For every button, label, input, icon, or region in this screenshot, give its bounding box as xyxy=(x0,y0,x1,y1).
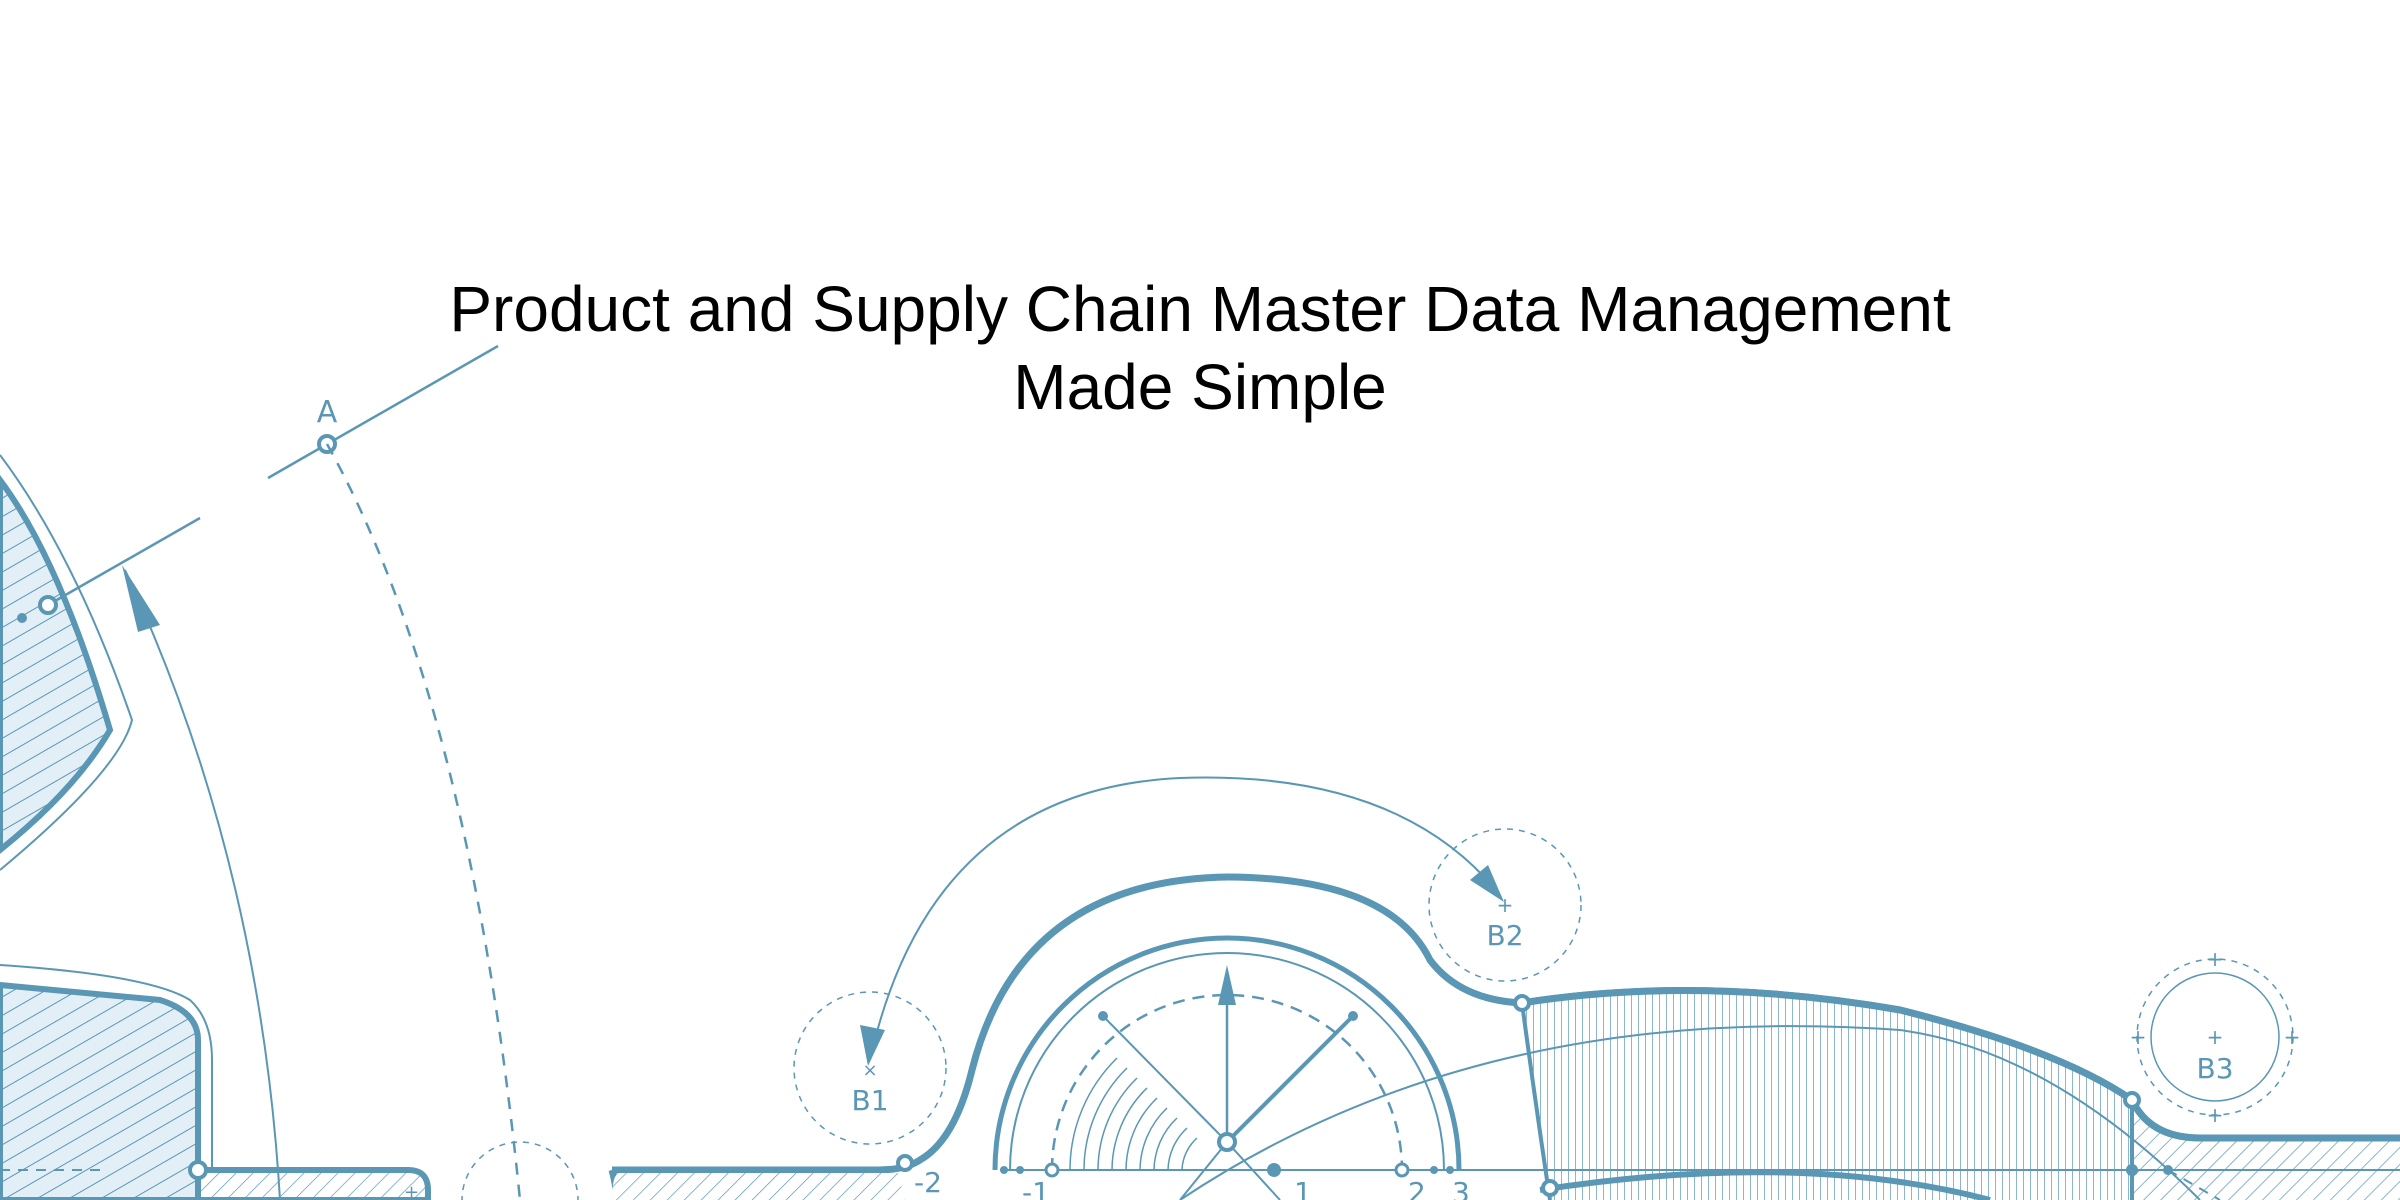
label-point-a: A xyxy=(317,395,338,430)
tick-label-1: 1 xyxy=(1294,1176,1312,1200)
svg-text:+: + xyxy=(1497,893,1514,917)
tick-label-minus2: -2 xyxy=(914,1166,942,1199)
svg-text:+: + xyxy=(404,1182,419,1200)
svg-text:+: + xyxy=(2284,1025,2301,1049)
point-b1-marker: × B1 xyxy=(793,991,947,1145)
page-title: Product and Supply Chain Master Data Man… xyxy=(200,270,2200,426)
central-gear: -2 -1 1 2 3 xyxy=(608,873,2400,1200)
rotation-arrow-b1-b2 xyxy=(860,776,1504,1066)
tick-label-3: 3 xyxy=(1452,1176,1470,1200)
svg-text:+: + xyxy=(2130,1025,2147,1049)
svg-text:+: + xyxy=(2207,947,2224,971)
point-b2-marker: + B2 xyxy=(1428,828,1582,982)
label-point-b1: B1 xyxy=(851,1084,888,1117)
point-a-marker: A xyxy=(17,344,522,1200)
title-line-1: Product and Supply Chain Master Data Man… xyxy=(449,273,1951,345)
title-line-2: Made Simple xyxy=(1013,351,1387,423)
svg-text:+: + xyxy=(2207,1025,2224,1049)
tick-label-2: 2 xyxy=(1408,1176,1426,1200)
tick-label-minus1: -1 xyxy=(1022,1176,1050,1200)
left-gear-fragment: + xyxy=(0,454,431,1200)
rotation-arrow-left xyxy=(122,565,281,1200)
label-point-b3: B3 xyxy=(2196,1052,2233,1085)
point-b3-marker: + + + + + B3 xyxy=(2130,947,2301,1127)
svg-text:+: + xyxy=(2207,1103,2224,1127)
svg-text:×: × xyxy=(862,1060,877,1081)
label-point-b2: B2 xyxy=(1486,919,1523,952)
